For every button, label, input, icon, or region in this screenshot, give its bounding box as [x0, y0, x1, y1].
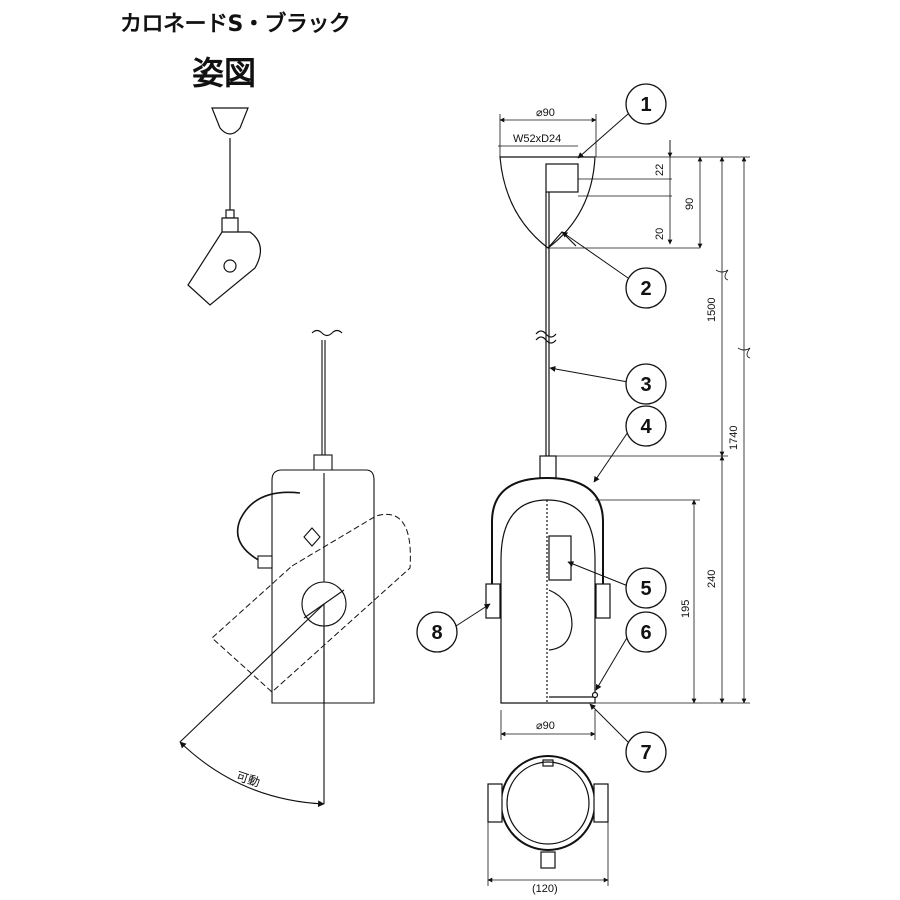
dim-1500: 1500 — [706, 298, 718, 322]
dim-canopy-box: W52xD24 — [513, 133, 561, 145]
movable-label: 可動 — [235, 769, 262, 790]
svg-text:1: 1 — [640, 94, 651, 116]
svg-text:5: 5 — [640, 578, 651, 600]
svg-text:7: 7 — [640, 742, 651, 764]
dim-240: 240 — [706, 570, 718, 588]
dimension-lines — [498, 114, 751, 740]
perspective-sketch — [187, 107, 261, 306]
dim-bottom-diameter: ⌀90 — [536, 720, 555, 732]
dim-top-diameter: ⌀90 — [536, 107, 555, 119]
callout-8: 8 — [416, 611, 458, 653]
callout-5: 5 — [625, 567, 667, 609]
svg-text:8: 8 — [431, 622, 442, 644]
dim-22: 22 — [654, 164, 666, 176]
dim-1740: 1740 — [728, 426, 740, 450]
callout-7: 7 — [625, 731, 667, 773]
callout-6: 6 — [625, 611, 667, 653]
dim-90: 90 — [684, 198, 696, 210]
dim-20: 20 — [654, 228, 666, 240]
plan-view — [487, 755, 609, 886]
callout-1: 1 — [625, 83, 667, 125]
callout-2: 2 — [625, 267, 667, 309]
side-view — [179, 329, 411, 808]
front-elevation — [485, 156, 611, 704]
svg-text:6: 6 — [640, 622, 651, 644]
dim-195: 195 — [680, 600, 692, 618]
callout-4: 4 — [625, 405, 667, 447]
svg-text:3: 3 — [640, 374, 651, 396]
callout-leaders — [455, 113, 629, 743]
svg-text:2: 2 — [640, 278, 651, 300]
callout-3: 3 — [625, 363, 667, 405]
dim-plan-width: (120) — [532, 883, 558, 895]
drawing-subtitle: 姿図 — [192, 54, 257, 92]
svg-text:4: 4 — [640, 416, 652, 438]
page-title: カロネードS・ブラック — [120, 12, 351, 37]
